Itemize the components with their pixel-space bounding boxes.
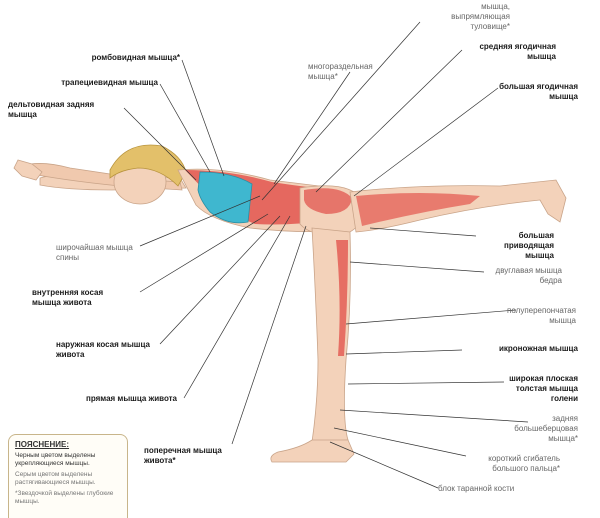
label-adductor-magnus: большая приводящая мышца <box>504 231 554 260</box>
standing-leg-muscle <box>336 240 348 356</box>
label-biceps-femoris: двуглавая мышца бедра <box>495 266 562 285</box>
raised-leg-muscle <box>356 193 480 226</box>
label-talus-block: блок таранной кости <box>438 484 515 493</box>
label-semimembranosus: полуперепончатая мышца <box>507 306 576 325</box>
label-latissimus: широчайшая мышца спины <box>56 243 133 262</box>
hand <box>13 159 43 181</box>
label-rhomboid: ромбовидная мышца* <box>91 53 180 62</box>
label-deltoid-posterior: дельтовидная задняя мышца <box>8 100 95 119</box>
label-flexor-hallucis: короткий сгибатель большого пальца* <box>488 454 560 473</box>
legend-star: *Звездочкой выделены глубокие мышцы. <box>15 490 114 505</box>
label-rectus-abdominis: прямая мышца живота <box>86 394 177 403</box>
legend-title: ПОЯСНЕНИЕ: <box>15 440 70 449</box>
legend-black: Черным цветом выделены укрепляющиеся мыш… <box>15 452 96 467</box>
label-external-oblique: наружная косая мышца живота <box>56 340 150 359</box>
label-erector-spinae: мышца, выпрямляющая туловище* <box>451 2 510 31</box>
label-multifidus: многораздельная мышца* <box>308 62 373 81</box>
foot <box>270 439 355 463</box>
label-gluteus-maximus: большая ягодичная мышца <box>499 82 578 101</box>
label-trapezius: трапециевидная мышца <box>61 78 158 87</box>
legend-gray: Серым цветом выделены растягивающиеся мы… <box>15 471 96 486</box>
legend-box: ПОЯСНЕНИЕ: Черным цветом выделены укрепл… <box>8 434 128 518</box>
raised-leg <box>349 179 567 233</box>
hair <box>109 144 187 187</box>
label-internal-oblique: внутренняя косая мышца живота <box>32 288 104 307</box>
glute-muscle <box>304 188 352 214</box>
leader-lines <box>123 21 529 489</box>
label-gluteus-medius: средняя ягодичная мышца <box>479 42 556 61</box>
sports-top <box>197 171 253 224</box>
label-soleus: широкая плоская толстая мышца голени <box>509 374 578 403</box>
label-transversus: поперечная мышца живота* <box>144 446 222 465</box>
label-gastrocnemius: икроножная мышца <box>498 344 578 353</box>
label-tibialis-posterior: задняя большеберцовая мышца* <box>514 414 578 443</box>
